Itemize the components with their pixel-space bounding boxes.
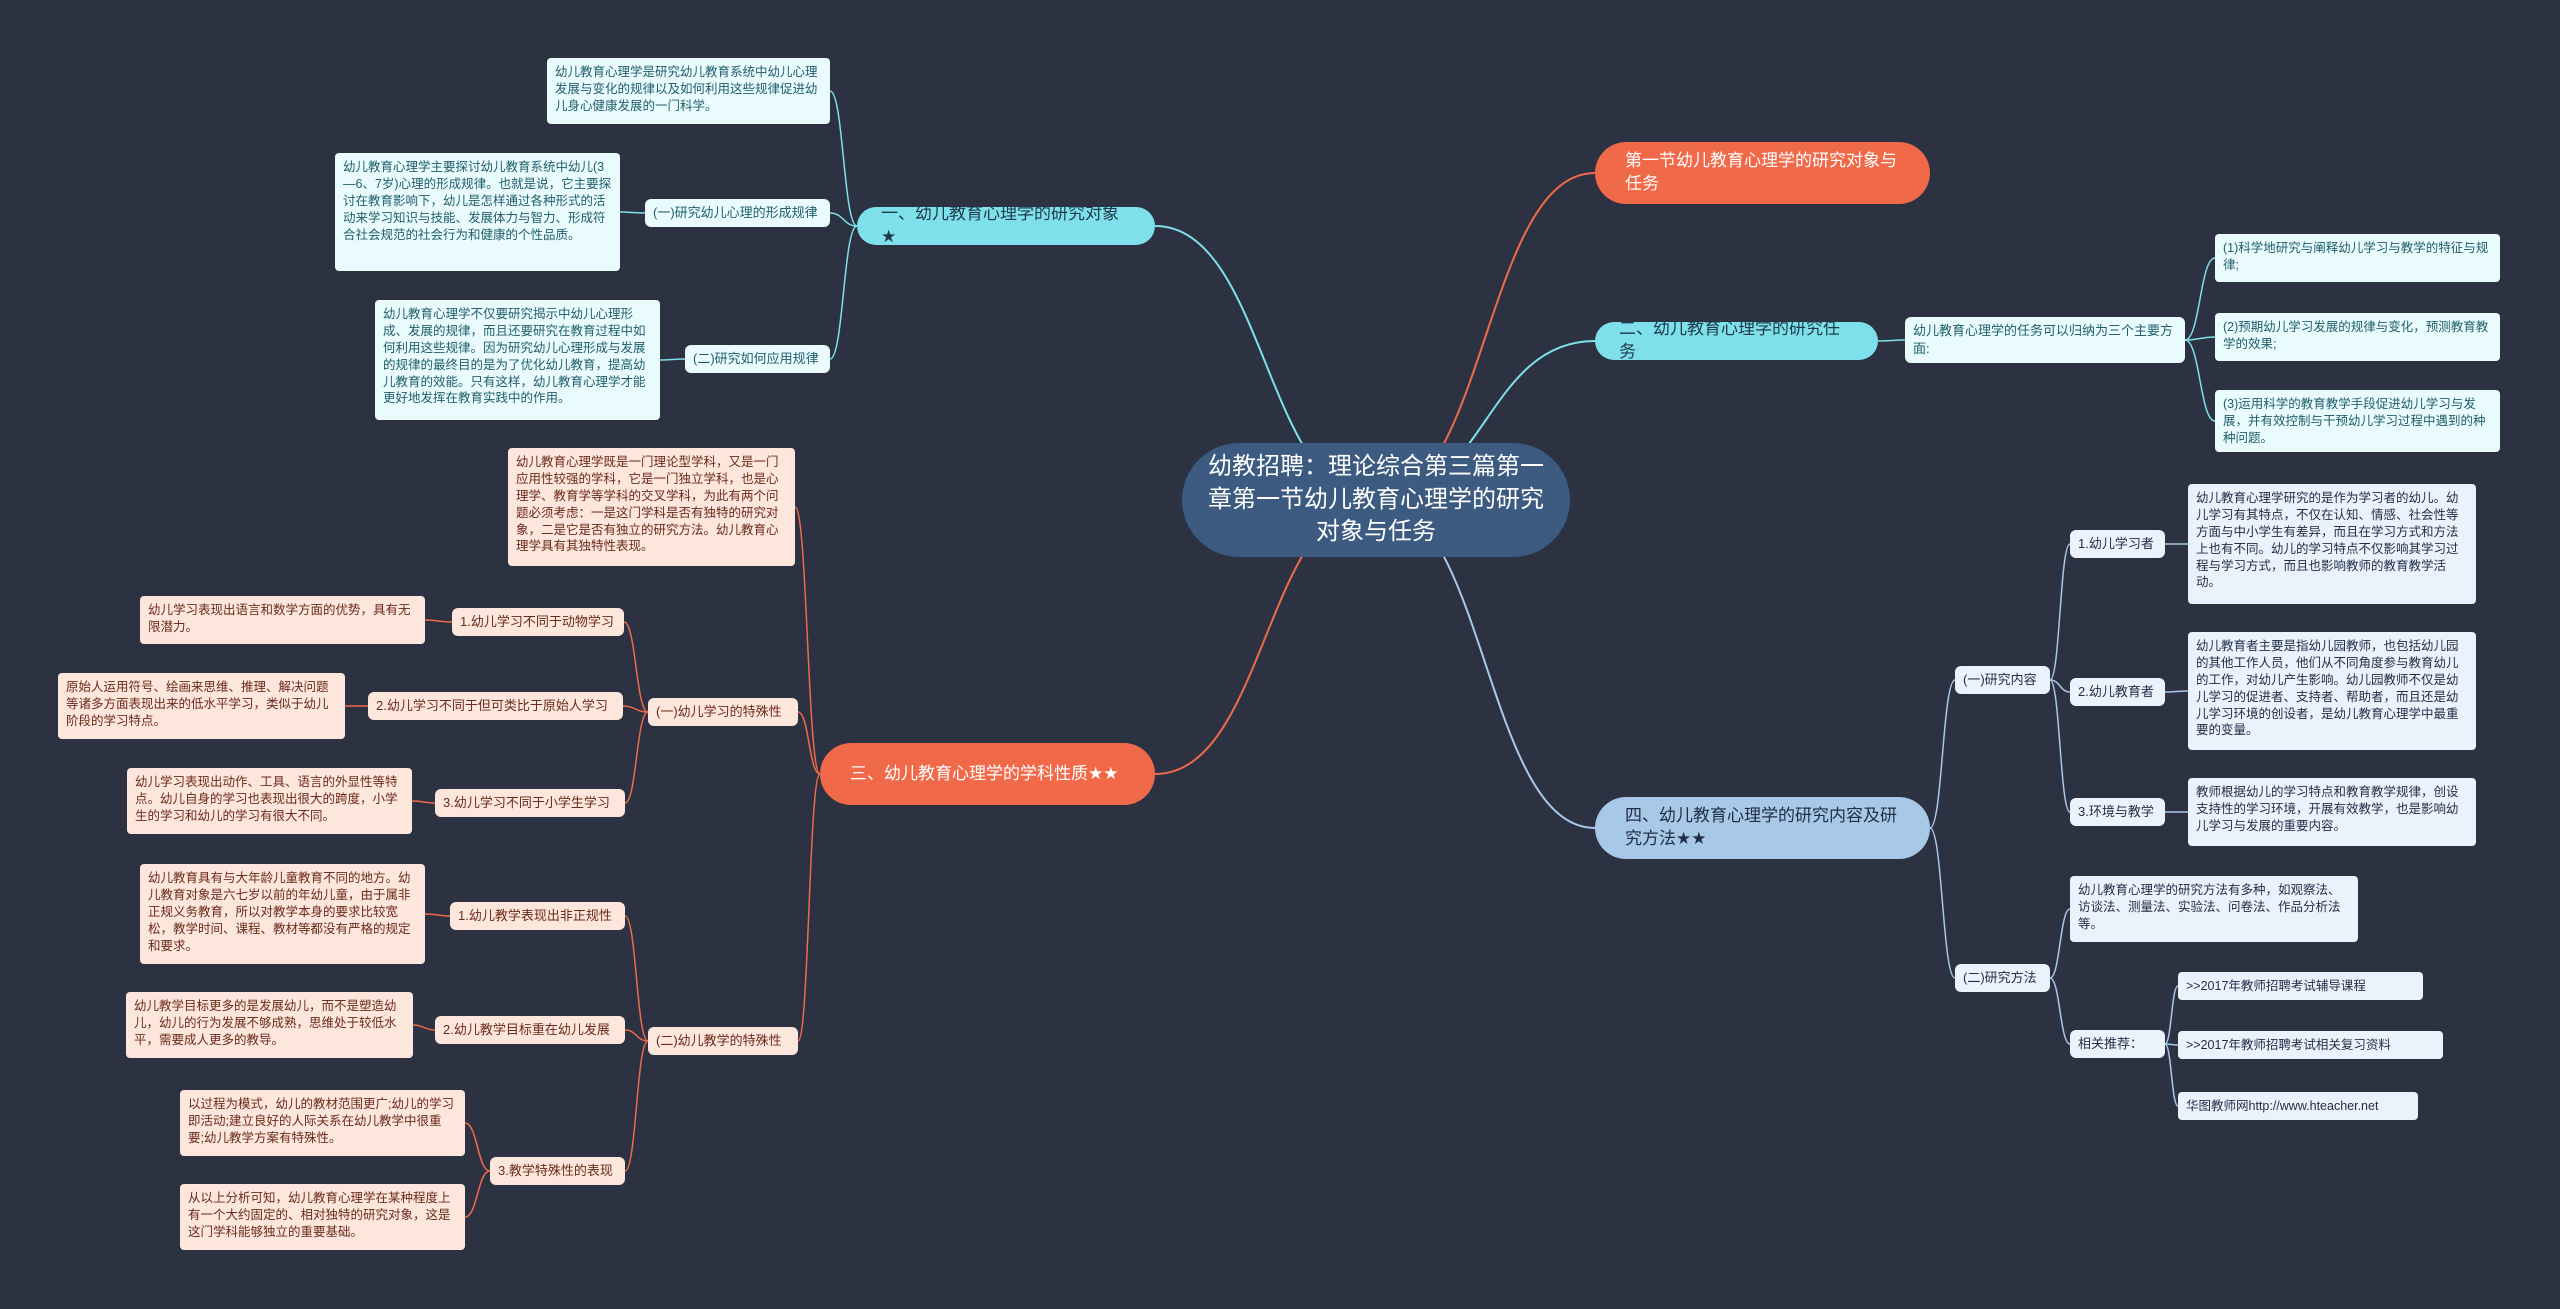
teaching-item-3-detail-2[interactable]: 从以上分析可知，幼儿教育心理学在某种程度上有一个大约固定的、相对独特的研究对象，… — [180, 1184, 465, 1250]
teaching-item-3[interactable]: 3.教学特殊性的表现 — [490, 1157, 625, 1185]
content-learner[interactable]: 1.幼儿学习者 — [2070, 530, 2165, 558]
branch-research-tasks[interactable]: 二、幼儿教育心理学的研究任务 — [1595, 319, 1878, 361]
connector-line — [412, 1024, 436, 1031]
connector-line — [464, 1122, 491, 1172]
connector-line — [2184, 336, 2216, 341]
learning-particularity[interactable]: (一)幼儿学习的特殊性 — [648, 698, 798, 726]
method-detail[interactable]: 幼儿教育心理学的研究方法有多种，如观察法、访谈法、测量法、实验法、问卷法、作品分… — [2070, 876, 2358, 942]
connector-line — [794, 506, 821, 775]
connector-line — [2164, 1043, 2179, 1107]
branch-research-object[interactable]: 一、幼儿教育心理学的研究对象★ — [857, 204, 1155, 246]
connector-line — [797, 773, 821, 1042]
connector-line — [424, 913, 451, 917]
connector-line — [829, 90, 858, 227]
content-educator[interactable]: 2.幼儿教育者 — [2070, 678, 2165, 706]
connector-line — [2184, 257, 2216, 341]
task-item-1[interactable]: (1)科学地研究与阐释幼儿学习与教学的特征与规律; — [2215, 234, 2500, 282]
branch-section1[interactable]: 第一节幼儿教育心理学的研究对象与任务 — [1595, 142, 1930, 204]
research-method[interactable]: (二)研究方法 — [1955, 964, 2050, 992]
object-formation-law[interactable]: (一)研究幼儿心理的形成规律 — [645, 199, 830, 227]
connector-line — [829, 225, 858, 360]
object-apply-law-detail[interactable]: 幼儿教育心理学不仅要研究揭示中幼儿心理形成、发展的规律，而且还要研究在教育过程中… — [375, 300, 660, 420]
connector-line — [2049, 679, 2071, 693]
connector-line — [411, 800, 436, 804]
object-definition[interactable]: 幼儿教育心理学是研究幼儿教育系统中幼儿心理发展与变化的规律以及如何利用这些规律促… — [547, 58, 830, 124]
connector-line — [1929, 827, 1956, 979]
learning-item-2[interactable]: 2.幼儿学习不同于但可类比于原始人学习 — [368, 692, 623, 720]
connector-line — [2184, 339, 2216, 422]
task-item-3[interactable]: (3)运用科学的教育教学手段促进幼儿学习与发展，并有效控制与干预幼儿学习过程中遇… — [2215, 390, 2500, 452]
connector-line — [1929, 679, 1956, 829]
content-learner-detail[interactable]: 幼儿教育心理学研究的是作为学习者的幼儿。幼儿学习有其特点，不仅在认知、情感、社会… — [2188, 484, 2476, 604]
root-topic[interactable]: 幼教招聘：理论综合第三篇第一章第一节幼儿教育心理学的研究对象与任务 — [1182, 443, 1570, 557]
object-formation-law-detail[interactable]: 幼儿教育心理学主要探讨幼儿教育系统中幼儿(3—6、7岁)心理的形成规律。也就是说… — [335, 153, 620, 271]
learning-item-2-detail[interactable]: 原始人运用符号、绘画来思维、推理、解决问题等诸多方面表现出来的低水平学习，类似于… — [58, 673, 345, 739]
learning-item-3-detail[interactable]: 幼儿学习表现出动作、工具、语言的外显性等特点。幼儿自身的学习也表现出很大的跨度，… — [127, 768, 412, 834]
related-link-3[interactable]: 华图教师网http://www.hteacher.net — [2178, 1092, 2418, 1120]
learning-item-3[interactable]: 3.幼儿学习不同于小学生学习 — [435, 789, 625, 817]
learning-item-1-detail[interactable]: 幼儿学习表现出语言和数学方面的优势，具有无限潜力。 — [140, 596, 425, 644]
research-content[interactable]: (一)研究内容 — [1955, 666, 2050, 694]
connector-line — [624, 915, 649, 1042]
content-environment-detail[interactable]: 教师根据幼儿的学习特点和教育教学规律，创设支持性的学习环境，开展有效教学，也是影… — [2188, 778, 2476, 846]
content-educator-detail[interactable]: 幼儿教育者主要是指幼儿园教师，也包括幼儿园的其他工作人员，他们从不同角度参与教育… — [2188, 632, 2476, 750]
connector-line — [424, 619, 453, 623]
object-apply-law[interactable]: (二)研究如何应用规律 — [685, 345, 830, 373]
connector-line — [464, 1170, 491, 1218]
branch-content-methods[interactable]: 四、幼儿教育心理学的研究内容及研究方法★★ — [1595, 797, 1930, 859]
connector-line — [2164, 690, 2189, 693]
learning-item-1[interactable]: 1.幼儿学习不同于动物学习 — [452, 608, 624, 636]
content-environment[interactable]: 3.环境与教学 — [2070, 798, 2165, 826]
connector-line — [1877, 339, 1906, 342]
connector-line — [2164, 985, 2179, 1045]
teaching-item-1[interactable]: 1.幼儿教学表现出非正规性 — [450, 902, 625, 930]
teaching-item-1-detail[interactable]: 幼儿教育具有与大年龄儿童教育不同的地方。幼儿教育对象是六七岁以前的年幼儿童，由于… — [140, 864, 425, 964]
related-recommend[interactable]: 相关推荐： — [2070, 1030, 2165, 1058]
teaching-item-2-detail[interactable]: 幼儿教学目标更多的是发展幼儿，而不是塑造幼儿，幼儿的行为发展不够成熟，思维处于较… — [126, 992, 413, 1058]
connector-line — [2049, 679, 2071, 813]
branch-discipline-nature[interactable]: 三、幼儿教育心理学的学科性质★★ — [820, 743, 1155, 805]
connector-line — [624, 1040, 649, 1172]
connector-line — [619, 211, 646, 214]
connector-line — [829, 212, 858, 227]
connector-line — [659, 358, 686, 361]
teaching-item-3-detail-1[interactable]: 以过程为模式，幼儿的教材范围更广;幼儿的学习即活动;建立良好的人际关系在幼儿教学… — [180, 1090, 465, 1156]
nature-intro[interactable]: 幼儿教育心理学既是一门理论型学科，又是一门应用性较强的学科，它是一门独立学科，也… — [508, 448, 795, 566]
connector-line — [797, 711, 821, 775]
connector-line — [624, 1029, 649, 1042]
related-link-2[interactable]: >>2017年教师招聘考试相关复习资料 — [2178, 1031, 2443, 1059]
connector-line — [624, 711, 649, 804]
connector-line — [623, 621, 649, 713]
connector-line — [2049, 908, 2071, 979]
task-item-2[interactable]: (2)预期幼儿学习发展的规律与变化，预测教育教学的效果; — [2215, 313, 2500, 361]
connector-line — [2049, 977, 2071, 1045]
connector-line — [2049, 543, 2071, 681]
related-link-1[interactable]: >>2017年教师招聘考试辅导课程 — [2178, 972, 2423, 1000]
connector-line — [622, 705, 649, 713]
teaching-particularity[interactable]: (二)幼儿教学的特殊性 — [648, 1027, 798, 1055]
teaching-item-2[interactable]: 2.幼儿教学目标重在幼儿发展 — [435, 1016, 625, 1044]
tasks-summary[interactable]: 幼儿教育心理学的任务可以归纳为三个主要方面: — [1905, 317, 2185, 363]
